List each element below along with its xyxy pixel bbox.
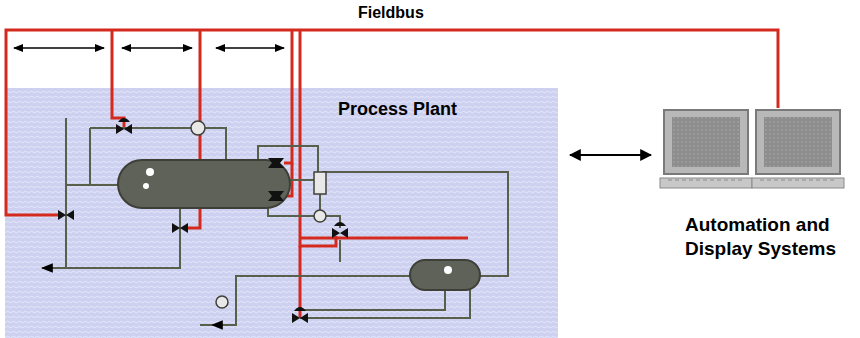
pipes (42, 118, 508, 325)
bus-label: Fieldbus (358, 4, 424, 22)
node-title: Process Plant (338, 98, 538, 121)
plant-ground (5, 88, 558, 338)
valves (58, 118, 348, 323)
vessel (118, 160, 290, 208)
fieldbus-line (6, 30, 778, 318)
automation-station: Automation and Display Systems (655, 105, 860, 270)
computer-icons (660, 110, 844, 188)
vessel (410, 260, 480, 290)
instruments (191, 121, 326, 308)
plant-region: Process Plant (5, 88, 558, 338)
node-title: Automation and Display Systems (685, 213, 853, 261)
exchange-arrow (570, 154, 651, 156)
bus-arrows (14, 47, 284, 49)
